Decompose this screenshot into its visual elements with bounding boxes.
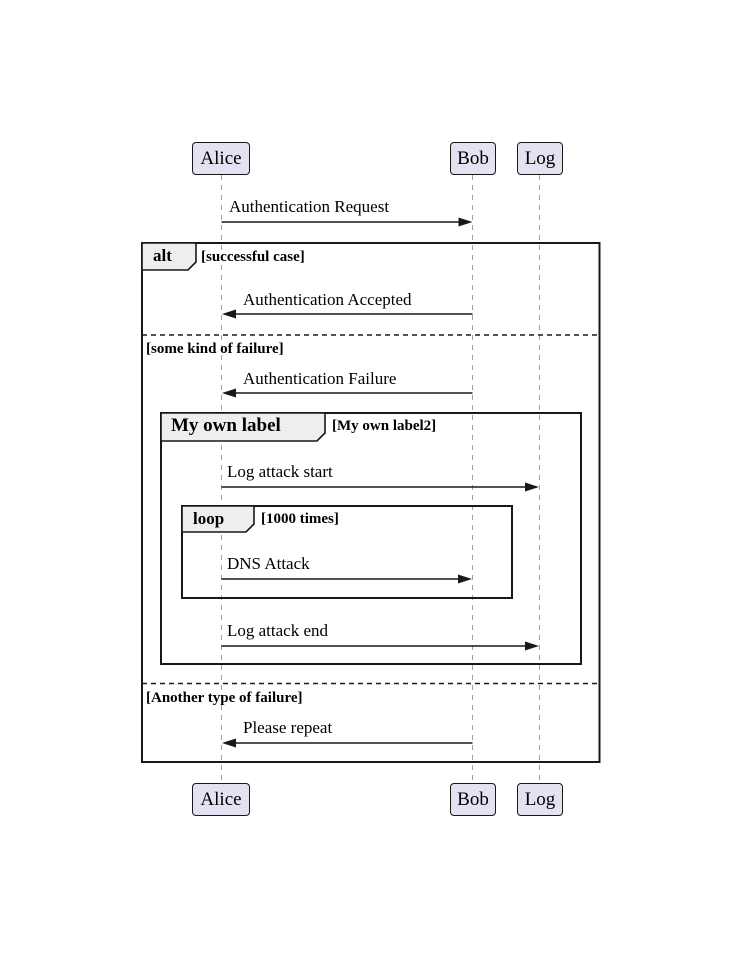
arrow-log-attack-start xyxy=(221,482,539,492)
group-label-pentagon xyxy=(160,412,326,442)
loop-condition-1000-times: [1000 times] xyxy=(261,511,339,527)
loop-label-pentagon xyxy=(181,505,255,533)
loop-operator-label: loop xyxy=(193,509,225,528)
group-condition-my-own-label2: [My own label2] xyxy=(332,418,437,434)
message-label-please-repeat: Please repeat xyxy=(243,718,333,737)
message-label-authentication-request: Authentication Request xyxy=(229,197,390,216)
loop-frame-border xyxy=(181,505,513,599)
arrow-log-attack-end xyxy=(221,641,539,651)
participant-box-alice-top: Alice xyxy=(192,142,250,175)
arrow-authentication-request xyxy=(221,217,473,227)
arrow-authentication-accepted xyxy=(222,309,473,319)
group-operator-label: My own label xyxy=(171,415,281,436)
arrow-authentication-failure xyxy=(222,388,473,398)
alt-label-pentagon xyxy=(141,242,197,271)
message-label-log-attack-start: Log attack start xyxy=(227,462,333,481)
message-label-dns-attack: DNS Attack xyxy=(227,554,310,573)
alt-operator-label: alt xyxy=(153,246,172,265)
message-label-authentication-failure: Authentication Failure xyxy=(243,369,397,388)
participant-box-alice-bottom: Alice xyxy=(192,783,250,816)
alt-condition-successful-case: [successful case] xyxy=(201,249,305,265)
arrow-dns-attack xyxy=(221,574,472,584)
participant-box-log-top: Log xyxy=(517,142,563,175)
arrow-please-repeat xyxy=(222,738,473,748)
group-frame-border xyxy=(160,412,582,665)
alt-frame-border xyxy=(141,242,601,763)
alt-condition-another-type-of-failure: [Another type of failure] xyxy=(146,690,303,706)
participant-box-bob-top: Bob xyxy=(450,142,496,175)
participant-box-bob-bottom: Bob xyxy=(450,783,496,816)
message-label-authentication-accepted: Authentication Accepted xyxy=(243,290,412,309)
participant-box-log-bottom: Log xyxy=(517,783,563,816)
alt-condition-some-kind-of-failure: [some kind of failure] xyxy=(146,341,284,357)
message-label-log-attack-end: Log attack end xyxy=(227,621,329,640)
